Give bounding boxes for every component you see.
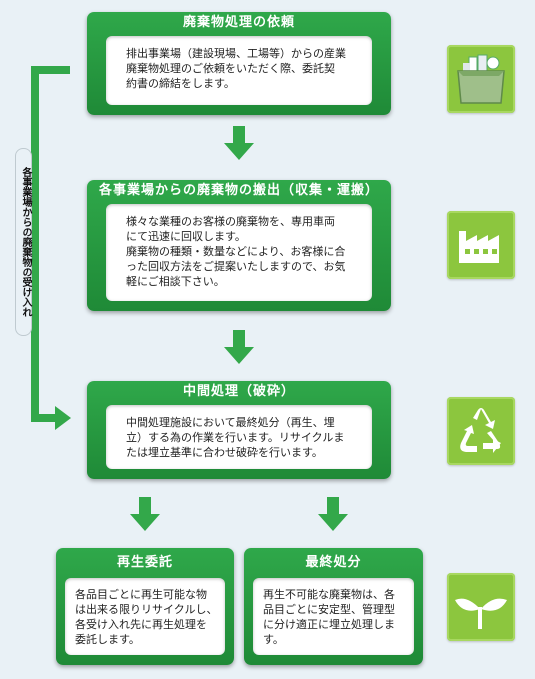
step-request: 廃棄物処理の依頼 排出事業場（建設現場、工場等）からの産業 廃棄物処理のご依頼を… [87, 12, 391, 115]
step-recycle-text: 各品目ごとに再生可能な物 は出来る限りリサイクルし、 各受け入れ先に再生処理を … [75, 588, 218, 646]
arrow-down-icon [130, 497, 160, 531]
intake-bracket [31, 66, 71, 430]
step-intermediate: 中間処理（破砕） 中間処理施設において最終処分（再生、埋 立）する為の作業を行い… [87, 381, 391, 479]
sprout-icon [455, 598, 507, 629]
waste-box-icon [457, 54, 505, 104]
step-request-body: 排出事業場（建設現場、工場等）からの産業 廃棄物処理のご依頼をいただく際、委託契… [106, 36, 372, 105]
step-intermediate-title: 中間処理（破砕） [182, 384, 295, 399]
step-request-text: 排出事業場（建設現場、工場等）からの産業 廃棄物処理のご依頼をいただく際、委託契… [126, 47, 346, 90]
arrow-down-icon [224, 126, 254, 160]
step-collection: 各事業場からの廃棄物の搬出（収集・運搬） 様々な業種のお客様の廃棄物を、専用車両… [87, 180, 391, 311]
sprout-tile [447, 573, 515, 641]
step-request-title: 廃棄物処理の依頼 [182, 15, 295, 30]
recycle-tile [447, 397, 515, 465]
step-final: 最終処分 再生不可能な廃棄物は、各 品目ごとに安定型、管理型 に分け適正に埋立処… [244, 548, 423, 665]
step-final-body: 再生不可能な廃棄物は、各 品目ごとに安定型、管理型 に分け適正に埋立処理しま す… [253, 578, 414, 655]
step-recycle-body: 各品目ごとに再生可能な物 は出来る限りリサイクルし、 各受け入れ先に再生処理を … [65, 578, 225, 655]
step-recycle-title: 再生委託 [116, 555, 173, 570]
step-collection-title: 各事業場からの廃棄物の搬出（収集・運搬） [98, 183, 379, 198]
factory-tile [447, 211, 515, 279]
step-intermediate-body: 中間処理施設において最終処分（再生、埋 立）する為の作業を行います。リサイクルま… [106, 405, 372, 469]
step-recycle: 再生委託 各品目ごとに再生可能な物 は出来る限りリサイクルし、 各受け入れ先に再… [56, 548, 234, 665]
factory-icon [459, 231, 499, 263]
waste-box-tile [447, 45, 515, 113]
step-final-text: 再生不可能な廃棄物は、各 品目ごとに安定型、管理型 に分け適正に埋立処理しま す… [263, 588, 395, 646]
arrow-down-icon [318, 497, 348, 531]
recycle-icon [460, 408, 501, 453]
arrow-down-icon [224, 330, 254, 364]
step-final-title: 最終処分 [305, 555, 362, 570]
side-label: 各事業場からの廃棄物の受け入れ [15, 148, 32, 336]
step-collection-text: 様々な業種のお客様の廃棄物を、専用車両 にて迅速に回収します。 廃棄物の種類・数… [126, 215, 346, 288]
step-collection-body: 様々な業種のお客様の廃棄物を、専用車両 にて迅速に回収します。 廃棄物の種類・数… [106, 204, 372, 301]
step-intermediate-text: 中間処理施設において最終処分（再生、埋 立）する為の作業を行います。リサイクルま… [126, 416, 345, 459]
